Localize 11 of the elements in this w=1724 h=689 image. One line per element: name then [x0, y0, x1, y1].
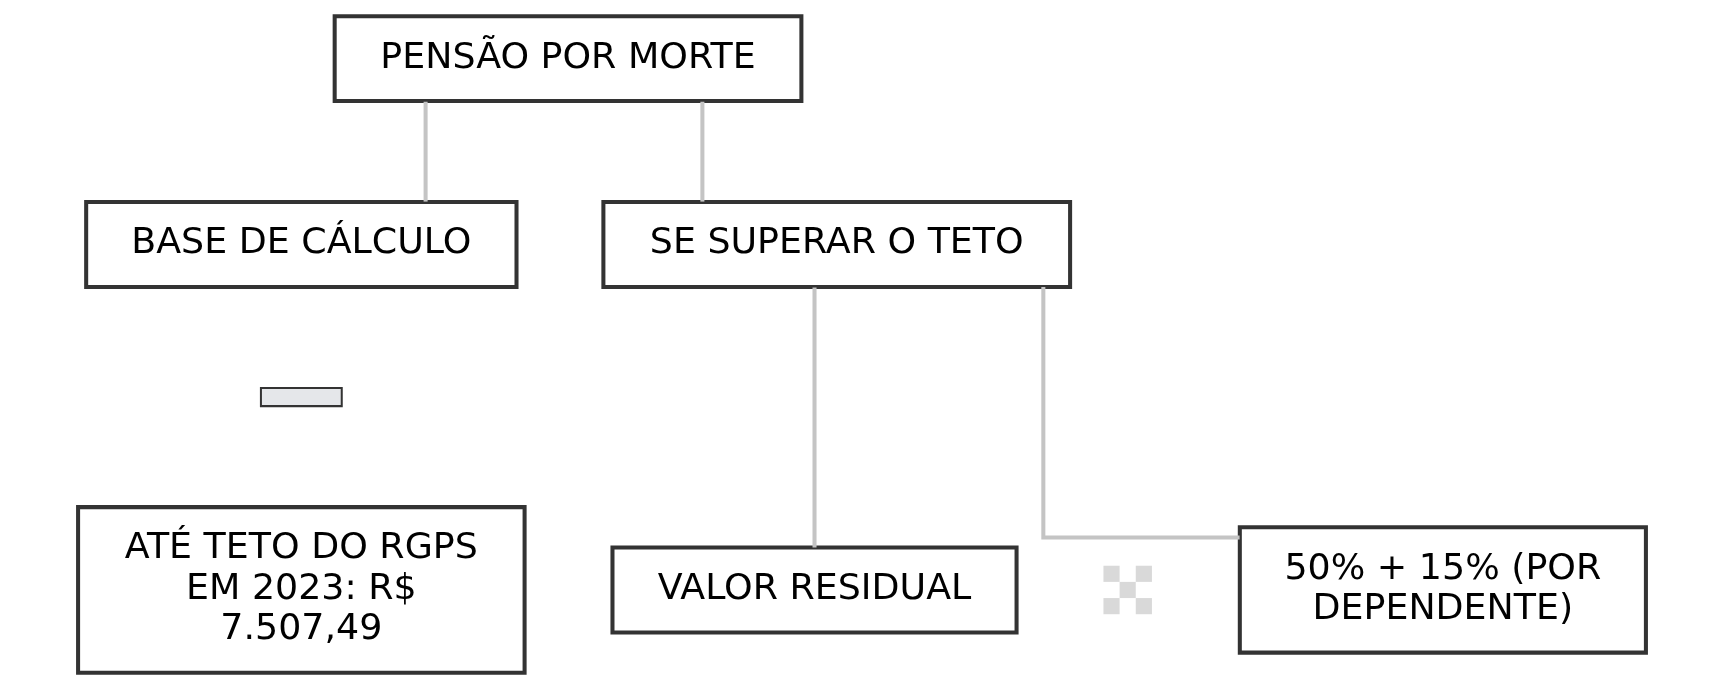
node-box: 50% + 15% (POR DEPENDENTE)	[1237, 525, 1648, 655]
node-box: PENSÃO POR MORTE	[332, 14, 804, 104]
connector	[812, 287, 817, 548]
node-box: SE SUPERAR O TETO	[601, 200, 1073, 289]
node-bar	[259, 386, 343, 408]
node-box: BASE DE CÁLCULO	[84, 200, 519, 289]
connector	[700, 101, 705, 202]
connector	[1041, 287, 1240, 540]
connector	[423, 101, 428, 202]
node-box: VALOR RESIDUAL	[610, 545, 1019, 635]
node-box: ATÉ TETO DO RGPS EM 2023: R$ 7.507,49	[76, 505, 527, 675]
